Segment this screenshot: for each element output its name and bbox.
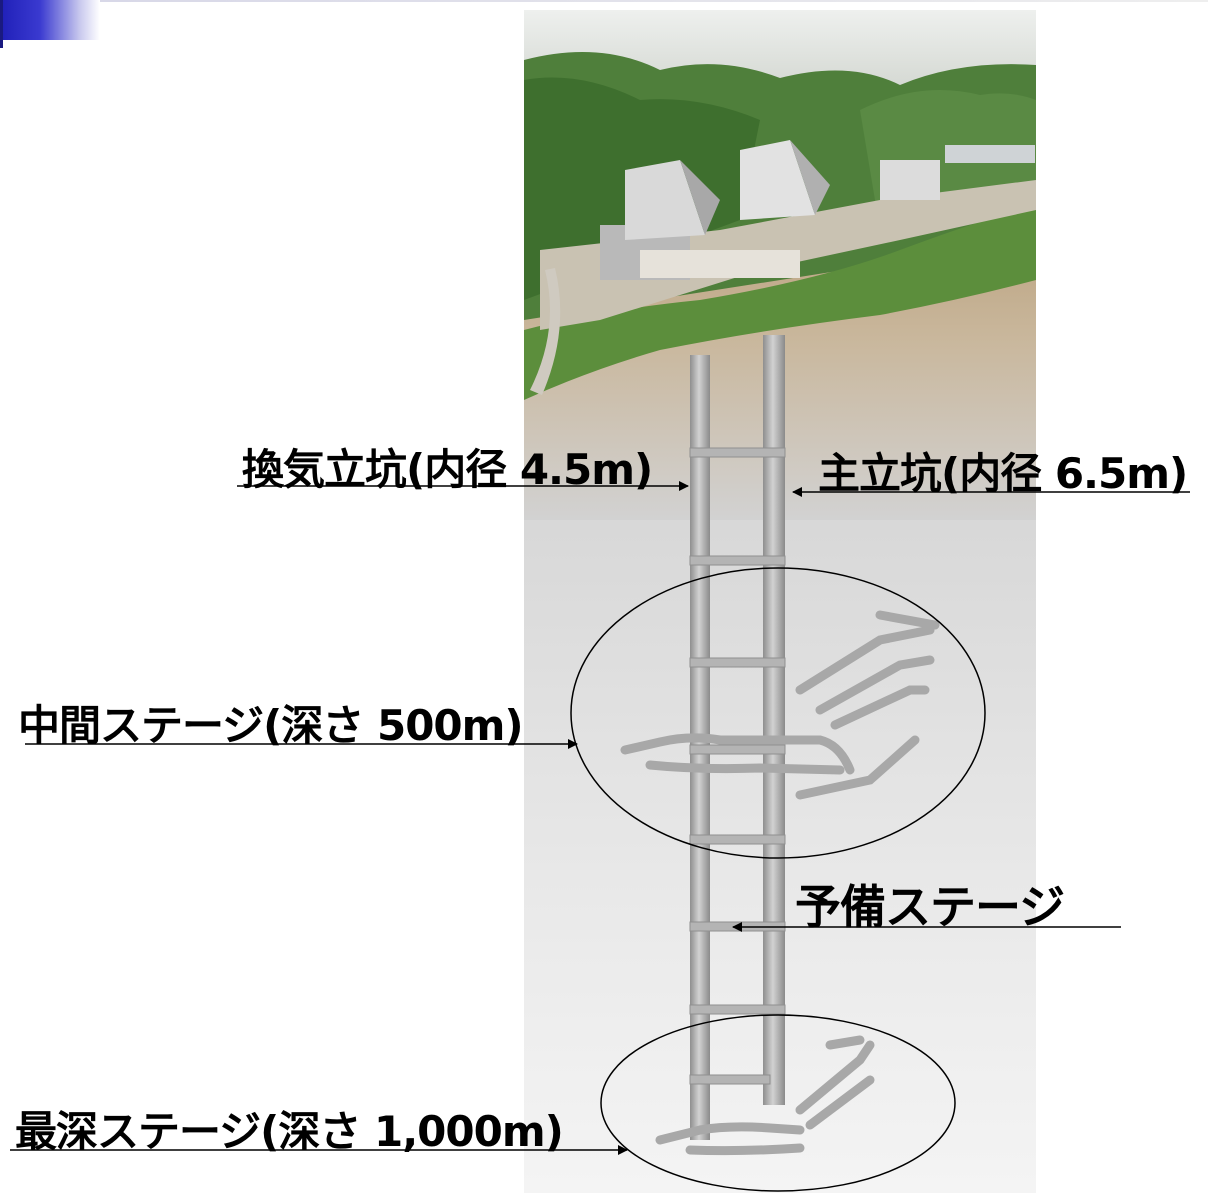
top-rule: [100, 0, 1208, 2]
deepest-stage-label: 最深ステージ(深さ 1,000m): [15, 1107, 564, 1156]
corner-accent-line: [0, 0, 3, 48]
cross-gallery: [689, 834, 786, 845]
cross-gallery: [689, 657, 786, 668]
corner-accent-bar: [0, 0, 100, 40]
intermediate-stage-ellipse: [570, 567, 986, 859]
foreground-slope: [524, 205, 1036, 400]
surface-buildings: [600, 140, 1035, 280]
cross-gallery: [689, 744, 786, 755]
cross-gallery: [689, 1074, 771, 1085]
intermediate-stage-label: 中間ステージ(深さ 500m): [18, 701, 524, 750]
reserve-stage-label: 予備ステージ: [795, 880, 1065, 934]
intermediate-stage-tunnels: [620, 610, 940, 800]
deepest-stage-ellipse: [600, 1014, 956, 1192]
shafts: [689, 335, 786, 1140]
surface-scene: [524, 10, 1036, 520]
cross-gallery: [689, 1004, 786, 1015]
main-shaft: [763, 335, 785, 1105]
deepest-stage-tunnels: [655, 1035, 875, 1156]
main-shaft-label: 主立坑(内径 6.5m): [818, 449, 1188, 498]
ventilation-shaft-label: 換気立坑(内径 4.5m): [242, 445, 653, 494]
cross-gallery: [689, 555, 786, 566]
access-road: [530, 268, 561, 395]
cross-gallery: [689, 447, 786, 458]
